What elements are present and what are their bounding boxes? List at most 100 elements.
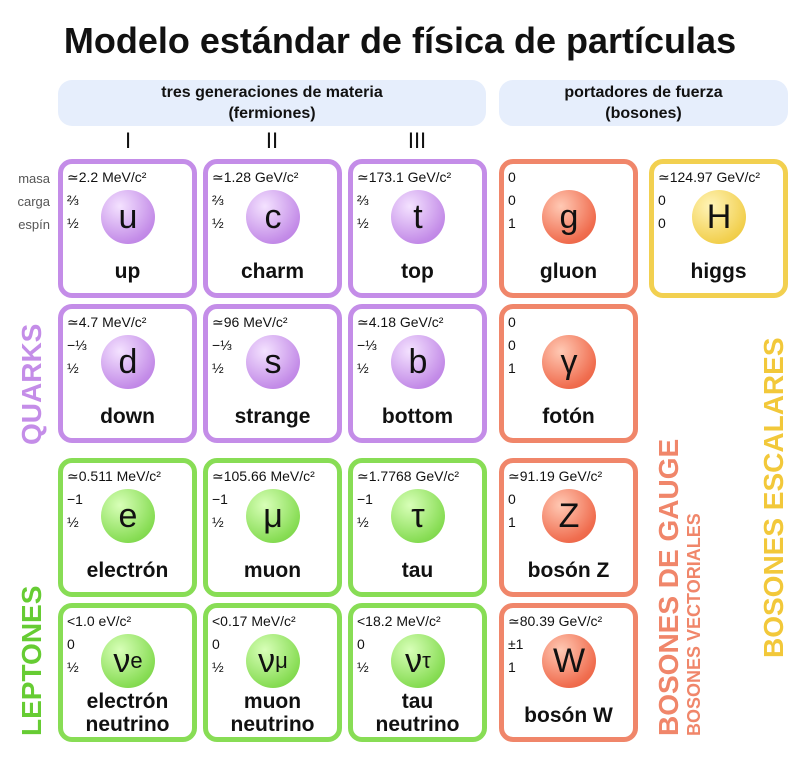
particle-symbol-circle: H xyxy=(692,190,746,244)
spin-value: ½ xyxy=(67,360,79,376)
particle-name-line2: neutrino xyxy=(230,713,315,736)
particle-symbol: c xyxy=(264,197,282,236)
quarks-group-label: QUARKS xyxy=(16,323,47,445)
mass-value: ≃1.28 GeV/c² xyxy=(212,169,299,185)
particle-card-gluon: 0 0 1 g gluon xyxy=(499,159,638,298)
spin-value: ½ xyxy=(357,360,369,376)
leptons-group-label: LEPTONES xyxy=(16,585,47,736)
charge-value: −1 xyxy=(212,491,228,507)
particle-symbol-subscript: μ xyxy=(275,648,288,673)
spin-value: ½ xyxy=(67,659,79,675)
particle-symbol: ν xyxy=(113,641,131,680)
particle-symbol: e xyxy=(118,496,138,535)
particle-symbol-circle: W xyxy=(542,634,596,688)
generation-2-label: II xyxy=(265,128,279,153)
fermions-header-line1: tres generaciones de materia xyxy=(161,84,383,101)
mass-value: ≃2.2 MeV/c² xyxy=(67,169,147,185)
spin-row-label: espín xyxy=(18,217,50,232)
fermions-header: tres generaciones de materia (fermiones) xyxy=(58,80,486,126)
spin-value: ½ xyxy=(212,215,224,231)
particle-card-photon: 0 0 1 γ fotón xyxy=(499,304,638,443)
particle-symbol: s xyxy=(264,342,282,381)
charge-value: 0 xyxy=(658,192,666,208)
particle-symbol: H xyxy=(706,197,732,236)
mass-value: ≃124.97 GeV/c² xyxy=(658,169,761,185)
particle-symbol-circle: b xyxy=(391,335,445,389)
spin-value: 1 xyxy=(508,360,516,376)
particle-name: muon xyxy=(243,559,302,582)
particle-symbol-circle: e xyxy=(101,489,155,543)
mass-value: ≃0.511 MeV/c² xyxy=(67,468,161,484)
particle-name-line2: neutrino xyxy=(85,713,170,736)
particle-name-line2: neutrino xyxy=(375,713,460,736)
scalar-bosons-group-label: BOSONES ESCALARES xyxy=(758,337,789,659)
particle-name: down xyxy=(100,405,155,428)
spin-value: ½ xyxy=(212,514,224,530)
charge-value: ⅔ xyxy=(67,192,79,208)
particle-symbol: ν xyxy=(405,641,423,680)
particle-symbol-circle: g xyxy=(542,190,596,244)
particle-symbol-circle: u xyxy=(101,190,155,244)
gauge-bosons-group-label: BOSONES DE GAUGE xyxy=(653,438,684,736)
particle-symbol: t xyxy=(413,197,423,236)
charge-value: −⅓ xyxy=(357,337,377,353)
spin-value: ½ xyxy=(212,360,224,376)
particle-card-z-boson: ≃91.19 GeV/c² 0 1 Z bosón Z xyxy=(499,458,638,597)
particle-card-strange: ≃96 MeV/c² −⅓ ½ s strange xyxy=(203,304,342,443)
spin-value: 1 xyxy=(508,514,516,530)
particle-name: strange xyxy=(234,405,311,428)
particle-symbol: γ xyxy=(560,342,578,381)
charge-value: 0 xyxy=(212,636,220,652)
spin-value: ½ xyxy=(357,514,369,530)
spin-value: ½ xyxy=(357,215,369,231)
mass-value: <0.17 MeV/c² xyxy=(212,613,296,629)
particle-name: top xyxy=(401,260,434,283)
fermions-header-line2: (fermiones) xyxy=(228,105,316,122)
mass-value: ≃105.66 MeV/c² xyxy=(212,468,315,484)
particle-name: bosón W xyxy=(524,704,613,727)
particle-symbol-circle: d xyxy=(101,335,155,389)
mass-value: ≃80.39 GeV/c² xyxy=(508,613,603,629)
particle-symbol: μ xyxy=(263,496,283,535)
particle-symbol-circle: γ xyxy=(542,335,596,389)
particle-symbol: b xyxy=(408,342,428,381)
particle-symbol: ν xyxy=(258,641,276,680)
particle-name: bosón Z xyxy=(527,559,610,582)
particle-symbol-subscript: τ xyxy=(422,648,431,673)
mass-value: <18.2 MeV/c² xyxy=(357,613,441,629)
spin-value: 1 xyxy=(508,215,516,231)
particle-card-charm: ≃1.28 GeV/c² ⅔ ½ c charm xyxy=(203,159,342,298)
charge-value: ⅔ xyxy=(357,192,369,208)
particle-name: fotón xyxy=(542,405,595,428)
particle-card-tau: ≃1.7768 GeV/c² −1 ½ τ tau xyxy=(348,458,487,597)
mass-value: 0 xyxy=(508,314,516,330)
spin-value: ½ xyxy=(67,215,79,231)
charge-value: 0 xyxy=(357,636,365,652)
mass-value: ≃91.19 GeV/c² xyxy=(508,468,603,484)
particle-name-line1: electrón xyxy=(86,690,169,713)
generation-1-label: I xyxy=(124,128,132,153)
bosons-header: portadores de fuerza (bosones) xyxy=(499,80,788,126)
particle-name: tau xyxy=(401,559,434,582)
particle-name-line1: tau xyxy=(401,690,434,713)
spin-value: ½ xyxy=(212,659,224,675)
particle-name-line1: muon xyxy=(243,690,302,713)
particle-symbol-circle: μ xyxy=(246,489,300,543)
particle-symbol-circle: t xyxy=(391,190,445,244)
particle-name: higgs xyxy=(690,260,747,283)
charge-value: −1 xyxy=(67,491,83,507)
mass-value: ≃173.1 GeV/c² xyxy=(357,169,452,185)
mass-value: ≃4.7 MeV/c² xyxy=(67,314,147,330)
mass-value: ≃4.18 GeV/c² xyxy=(357,314,444,330)
particle-card-w-boson: ≃80.39 GeV/c² ±1 1 W bosón W xyxy=(499,603,638,742)
particle-symbol-circle: Z xyxy=(542,489,596,543)
charge-row-label: carga xyxy=(17,194,50,209)
charge-value: 0 xyxy=(67,636,75,652)
charge-value: −⅓ xyxy=(212,337,232,353)
page-title: Modelo estándar de física de partículas xyxy=(63,20,737,61)
mass-value: ≃96 MeV/c² xyxy=(212,314,288,330)
